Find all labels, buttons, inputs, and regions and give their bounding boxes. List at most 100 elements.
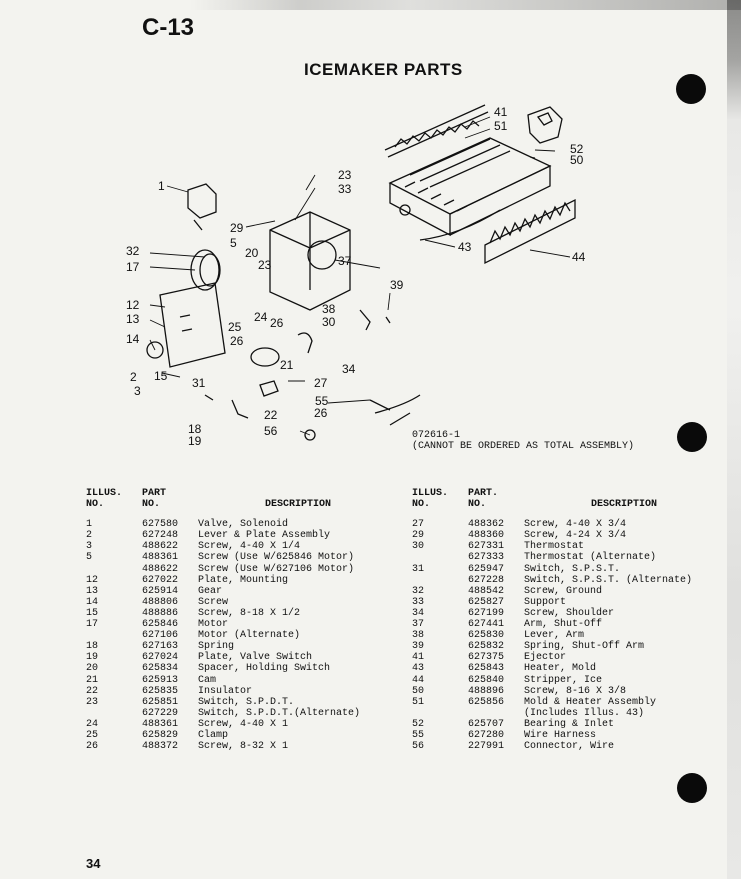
diagram-number: 072616-1 (412, 430, 461, 441)
part-number: 627280 (468, 729, 505, 741)
part-description: Wire Harness (524, 729, 597, 741)
illus-number: 38 (412, 630, 425, 642)
part-number: 627228 (468, 574, 505, 586)
callout-21: 21 (280, 358, 294, 372)
illus-number: 15 (86, 607, 99, 619)
mounting-plate-drawing (159, 282, 226, 368)
illus-number: 27 (412, 519, 425, 531)
illus-number: 25 (86, 729, 99, 741)
part-description: Switch, S.P.S.T. (Alternate) (524, 574, 693, 586)
callout-23: 23 (338, 168, 352, 182)
part-number: 488361 (142, 552, 179, 564)
illus-number: 30 (412, 541, 425, 553)
part-number: 488886 (142, 607, 179, 619)
part-description: Cam (198, 674, 217, 686)
callout-3: 3 (134, 384, 141, 398)
part-number: 627229 (142, 707, 179, 719)
illus-number (86, 708, 142, 719)
part-number: 488372 (142, 741, 179, 753)
illus-number: 18 (86, 641, 99, 653)
part-description: Screw, 8-16 X 3/8 (524, 685, 627, 697)
diagram-assembly-note: (CANNOT BE ORDERED AS TOTAL ASSEMBLY) (412, 441, 635, 452)
illus-number: 39 (412, 641, 425, 653)
illus-number: 20 (86, 663, 99, 675)
heater-drawing (419, 209, 501, 241)
callout-55: 55 (315, 394, 329, 408)
part-description: Plate, Valve Switch (198, 652, 313, 664)
part-number: 488542 (468, 585, 505, 597)
illus-number: 33 (412, 596, 425, 608)
part-number: 488622 (142, 563, 179, 575)
illus-number: 41 (412, 652, 425, 664)
illus-number: 37 (412, 619, 425, 631)
illus-number: 26 (86, 741, 99, 753)
part-number: 488806 (142, 596, 179, 608)
part-number: 625832 (468, 641, 505, 653)
part-description: Switch, S.P.D.T. (198, 696, 295, 708)
part-number: 627024 (142, 652, 179, 664)
part-description: Screw, Ground (524, 585, 603, 597)
part-number: 625947 (468, 563, 505, 575)
callout-23b: 23 (258, 258, 272, 272)
callout-37: 37 (338, 254, 352, 268)
part-description: Screw, 4-24 X 3/4 (524, 530, 627, 542)
cam-drawing (250, 347, 280, 367)
callout-leader-lines (149, 116, 571, 436)
illus-number: 22 (86, 685, 99, 697)
part-description: Stripper, Ice (524, 674, 603, 686)
binder-hole (677, 773, 707, 803)
part-description: Spring (198, 641, 235, 653)
part-number: 488360 (468, 530, 505, 542)
part-description: Support (524, 596, 567, 608)
callout-39: 39 (390, 278, 404, 292)
callout-26: 26 (270, 316, 284, 330)
part-number: 625846 (142, 619, 179, 631)
wire-connector-drawing (304, 429, 316, 441)
part-description: Mold & Heater Assembly (524, 696, 657, 708)
part-description: Lever, Arm (524, 630, 585, 642)
part-number: 625827 (468, 596, 505, 608)
part-number: 227991 (468, 741, 505, 753)
callout-33: 33 (338, 182, 352, 196)
part-number: 625834 (142, 663, 179, 675)
section-code: C-13 (142, 14, 195, 41)
part-number: 625843 (468, 663, 505, 675)
part-description: Plate, Mounting (198, 574, 289, 586)
table-row: 29 488360 Screw, 4-24 X 3/4 (412, 530, 724, 541)
part-description: Screw (198, 596, 229, 608)
illus-number (412, 552, 468, 563)
illus-number: 55 (412, 729, 425, 741)
part-description: Insulator (198, 685, 253, 697)
callout-24: 24 (254, 310, 268, 324)
callout-50: 50 (570, 153, 584, 167)
callout-43: 43 (458, 240, 472, 254)
callout-22: 22 (264, 408, 278, 422)
diagram-note: 072616-1 (CANNOT BE ORDERED AS TOTAL ASS… (412, 430, 634, 452)
illus-number: 21 (86, 674, 99, 686)
scan-edge-top (190, 0, 741, 10)
callout-15: 15 (154, 369, 168, 383)
part-description: Spring, Shut-Off Arm (524, 641, 645, 653)
part-description: Screw (Use W/625846 Motor) (198, 552, 355, 564)
callout-12: 12 (126, 298, 140, 312)
callout-56: 56 (264, 424, 278, 438)
illus-number: 29 (412, 530, 425, 542)
part-description: Spacer, Holding Switch (198, 663, 331, 675)
part-number: 625829 (142, 729, 179, 741)
part-description: Connector, Wire (524, 741, 615, 753)
mold-drawing (388, 137, 552, 237)
callout-18: 18 (188, 422, 202, 436)
